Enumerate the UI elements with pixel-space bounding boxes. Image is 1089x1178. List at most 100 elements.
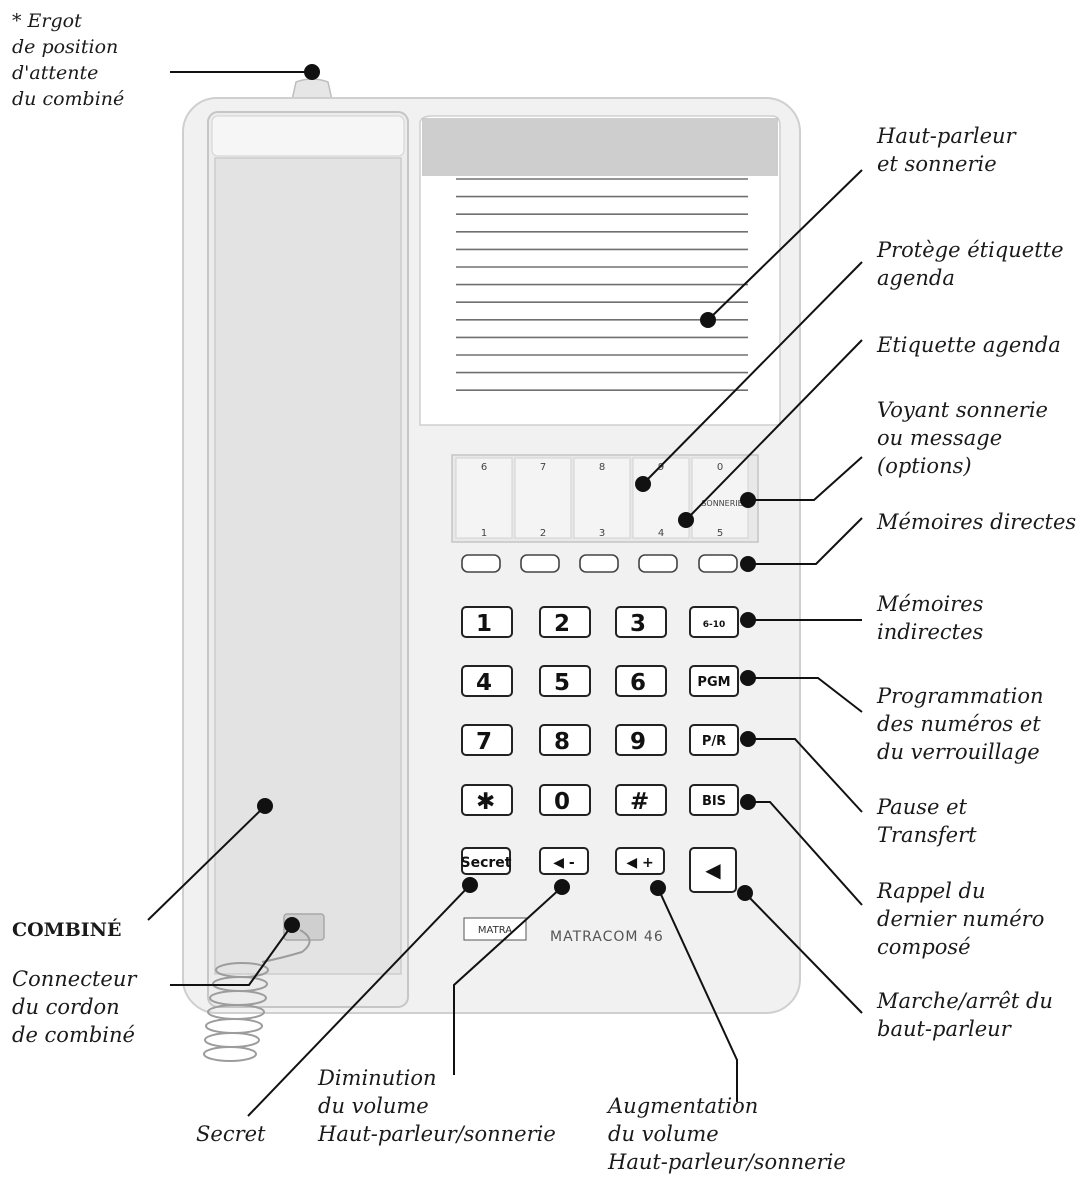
leader-line-voyant: [748, 456, 863, 501]
memory-label-column: [691, 457, 749, 539]
brand-logo: MATRA: [478, 925, 512, 936]
label-ergot-line1: * Ergot: [12, 10, 82, 32]
label-combine-line1: COMBINÉ: [12, 919, 122, 941]
label-etiquette-line1: Etiquette agenda: [877, 333, 1061, 357]
leader-line-combine: [147, 805, 266, 921]
memory-direct-button[interactable]: [579, 554, 619, 573]
keypad-key-label: 5: [554, 670, 570, 696]
label-programmation-line3: du verrouillage: [877, 740, 1040, 764]
leader-line-programmation: [748, 677, 863, 713]
leader-line-pause: [748, 738, 863, 813]
memory-label-column: [455, 457, 513, 539]
memory-direct-button[interactable]: [638, 554, 678, 573]
label-diminution: Diminution du volume Haut-parleur/sonner…: [318, 1064, 556, 1148]
function-key-pr[interactable]: [689, 724, 739, 756]
callout-dot-pause: [740, 731, 756, 747]
label-programmation-line2: des numéros et: [877, 712, 1041, 736]
label-voyant-line2: ou message: [877, 426, 1003, 450]
label-secret: Secret: [196, 1120, 265, 1148]
label-rappel-line1: Rappel du: [877, 879, 986, 903]
keypad-key-7[interactable]: [461, 724, 513, 756]
memory-direct-button[interactable]: [461, 554, 501, 573]
keypad-key-3[interactable]: [615, 606, 667, 638]
keypad-key-#[interactable]: [615, 784, 667, 816]
secret-key[interactable]: [461, 847, 511, 875]
ergot-tab: [291, 78, 333, 101]
memory-number-bottom: 1: [481, 528, 487, 539]
memory-number-top: 9: [658, 462, 664, 473]
speaker-on-off-key[interactable]: [689, 847, 737, 893]
callout-dot-haut-parleur: [700, 312, 716, 328]
callout-dot-ergot: [304, 64, 320, 80]
leader-line-mem-directes: [748, 517, 863, 565]
label-ergot-line2: de position: [12, 36, 119, 58]
bottom-key-label: ◀ +: [626, 855, 653, 871]
callout-dot-mem-directes: [740, 556, 756, 572]
keypad-key-2[interactable]: [539, 606, 591, 638]
label-protege-line2: agenda: [877, 266, 955, 290]
memory-number-bottom: 2: [540, 528, 546, 539]
memory-number-top: 6: [481, 462, 487, 473]
function-key-label: P/R: [702, 734, 726, 749]
function-key-pgm[interactable]: [689, 665, 739, 697]
memory-direct-button[interactable]: [520, 554, 560, 573]
volume-up-key[interactable]: [615, 847, 665, 875]
keypad-key-4[interactable]: [461, 665, 513, 697]
callout-dot-protege: [635, 476, 651, 492]
keypad-key-label: 2: [554, 611, 570, 637]
label-mem-indirectes-line1: Mémoires: [877, 592, 984, 616]
label-augmentation-line3: Haut-parleur/sonnerie: [608, 1150, 846, 1174]
keypad-key-9[interactable]: [615, 724, 667, 756]
leader-line-protege: [642, 261, 863, 485]
label-marche-line1: Marche/arrêt du: [877, 989, 1053, 1013]
label-augmentation: Augmentation du volume Haut-parleur/sonn…: [608, 1092, 846, 1176]
function-key-bis[interactable]: [689, 784, 739, 816]
keypad-key-label: 9: [630, 729, 646, 755]
bottom-key-label: Secret: [461, 855, 512, 871]
label-connecteur-line2: du cordon: [12, 995, 120, 1019]
leader-line-etiquette: [685, 339, 863, 521]
label-marche-arret: Marche/arrêt du baut-parleur: [877, 987, 1053, 1043]
memory-buttons: [461, 554, 738, 573]
memory-direct-button[interactable]: [698, 554, 738, 573]
leader-line-diminution: [453, 886, 563, 1075]
keypad-key-0[interactable]: [539, 784, 591, 816]
callout-dot-programmation: [740, 670, 756, 686]
callout-dot-augmentation: [650, 880, 666, 896]
keypad-key-6[interactable]: [615, 665, 667, 697]
label-mem-indirectes-line2: indirectes: [877, 620, 984, 644]
label-diminution-line2: du volume: [318, 1094, 429, 1118]
keypad-key-8[interactable]: [539, 724, 591, 756]
label-connecteur-line3: de combiné: [12, 1023, 135, 1047]
label-rappel-line2: dernier numéro: [877, 907, 1045, 931]
label-secret-line1: Secret: [196, 1122, 266, 1146]
memory-label-column: [573, 457, 631, 539]
function-key-610[interactable]: [689, 606, 739, 638]
label-ergot-line4: du combiné: [12, 88, 125, 110]
memory-label-column: [514, 457, 572, 539]
label-voyant: Voyant sonnerie ou message (options): [877, 396, 1048, 480]
keypad-key-✱[interactable]: [461, 784, 513, 816]
label-augmentation-line2: du volume: [608, 1122, 719, 1146]
callout-dot-voyant: [740, 492, 756, 508]
keypad-key-label: 7: [476, 729, 492, 755]
label-programmation-line1: Programmation: [877, 684, 1044, 708]
keypad-key-1[interactable]: [461, 606, 513, 638]
label-haut-parleur-line1: Haut-parleur: [877, 124, 1016, 148]
leader-line-secret: [247, 884, 471, 1117]
volume-down-key[interactable]: [539, 847, 589, 875]
callout-dot-secret: [462, 877, 478, 893]
handset-inner: [214, 157, 402, 975]
keypad-key-5[interactable]: [539, 665, 591, 697]
memory-number-top: 7: [540, 462, 546, 473]
label-diminution-line3: Haut-parleur/sonnerie: [318, 1122, 556, 1146]
memory-number-bottom: 3: [599, 528, 605, 539]
function-key-label: BIS: [702, 794, 726, 809]
keypad-key-label: 4: [476, 670, 492, 696]
label-voyant-line1: Voyant sonnerie: [877, 398, 1048, 422]
label-ergot-line3: d'attente: [12, 62, 99, 84]
leader-line-augmentation: [657, 887, 738, 1102]
callout-dot-marche: [737, 885, 753, 901]
